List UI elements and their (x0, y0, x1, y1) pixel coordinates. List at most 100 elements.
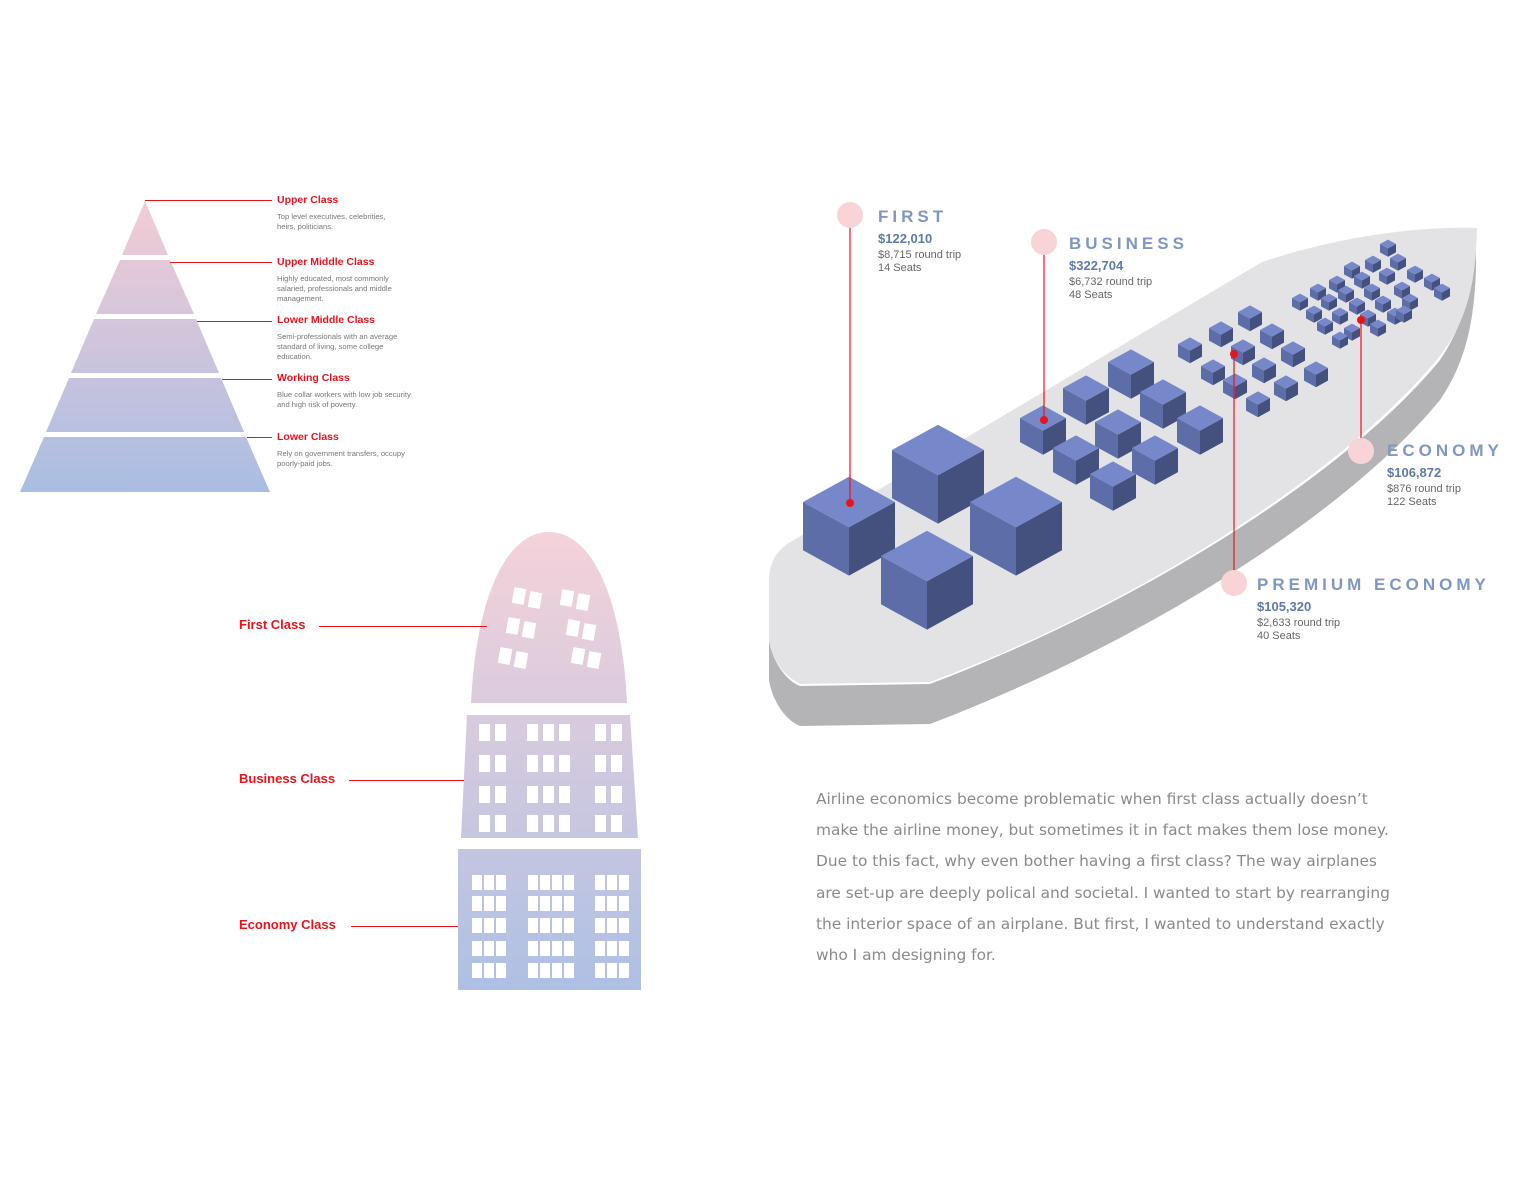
seat-cube (1390, 253, 1406, 271)
pyramid-label-upper-middle: Upper Middle Class Highly educated, most… (277, 256, 413, 303)
seat-cube (1292, 293, 1308, 311)
seat-cube (1317, 317, 1333, 335)
cabin-total: $122,010 (878, 231, 933, 246)
seat-cube (1281, 341, 1305, 368)
seat-cube (1178, 337, 1202, 364)
cabin-name: PREMIUM ECONOMY (1257, 575, 1490, 594)
callout-marker-first (837, 202, 863, 228)
cabin-fare: $6,732 round trip (1069, 276, 1153, 288)
seat-cube (1108, 349, 1154, 399)
cabin-seats: 48 Seats (1069, 289, 1113, 301)
cabin-total: $322,704 (1069, 258, 1124, 273)
callout-point-first (846, 499, 854, 507)
callout-marker-economy (1348, 438, 1374, 464)
pyramid-tier-upper (122, 201, 168, 255)
cabin-total: $105,320 (1257, 599, 1312, 614)
seat-cube (1304, 361, 1328, 388)
pyramid-tier-working (46, 378, 244, 432)
seat-cube (892, 424, 984, 524)
seat-cube (1364, 283, 1380, 301)
seat-cube (1209, 321, 1233, 348)
seat-cube (1434, 283, 1450, 301)
seat-cube (1053, 435, 1099, 485)
seat-cube (1223, 373, 1247, 400)
seat-cube (970, 476, 1062, 576)
callout-marker-premium (1221, 570, 1247, 596)
pyramid-label-lower: Lower Class Rely on government transfers… (277, 431, 405, 469)
cabin-callout-first: FIRST $122,010 $8,715 round trip 14 Seat… (878, 207, 961, 275)
seat-cube (1238, 305, 1262, 332)
pyramid-level-desc: Semi-professionals with an average stand… (277, 332, 398, 361)
seat-cube (1260, 323, 1284, 350)
cabin-fare: $8,715 round trip (878, 249, 962, 261)
seat-cube (1201, 359, 1225, 386)
pyramid-level-title: Lower Middle Class (277, 314, 376, 326)
seat-cube (1140, 379, 1186, 429)
pyramid-level-desc: Rely on government transfers, occupy poo… (277, 449, 405, 468)
pyramid-tier-lower-middle (71, 319, 219, 373)
pyramid-level-desc: Highly educated, most commonly salaried,… (277, 274, 392, 303)
seat-cube (1344, 261, 1360, 279)
seat-cube (1338, 285, 1354, 303)
seat-cube (1274, 375, 1298, 402)
seat-cube (1365, 255, 1381, 273)
pyramid-label-working: Working Class Blue collar workers with l… (277, 372, 413, 410)
seat-cube (1344, 323, 1360, 341)
seat-cube (1380, 239, 1396, 257)
callout-point-business (1040, 416, 1048, 424)
building-windows (472, 587, 629, 978)
pyramid-label-upper: Upper Class Top level executives, celebr… (277, 194, 395, 232)
seat-cube (1354, 271, 1370, 289)
cabin-callout-business: BUSINESS $322,704 $6,732 round trip 48 S… (1069, 234, 1188, 302)
seat-cube (1394, 281, 1410, 299)
body-paragraph: Airline economics become problematic whe… (816, 790, 1390, 965)
cabin-name: BUSINESS (1069, 234, 1188, 253)
cabin-seats: 122 Seats (1387, 496, 1437, 508)
pyramid-tier-lower (20, 437, 270, 492)
callout-marker-business (1031, 229, 1057, 255)
pyramid-level-desc: Top level executives, celebrities, heirs… (277, 212, 386, 231)
building-label-business: Business Class (239, 771, 336, 786)
seat-cube (1332, 331, 1348, 349)
seat-cube (1424, 273, 1440, 291)
seat-cube (1090, 461, 1136, 511)
seat-cube (1375, 295, 1391, 313)
cabin-name: FIRST (878, 207, 948, 226)
cabin-name: ECONOMY (1387, 441, 1503, 460)
seat-cube (1407, 265, 1423, 283)
pyramid-level-title: Upper Middle Class (277, 256, 375, 268)
seat-cube (1321, 293, 1337, 311)
cabin-total: $106,872 (1387, 465, 1442, 480)
seat-cube (1332, 307, 1348, 325)
pyramid-label-lower-middle: Lower Middle Class Semi-professionals wi… (277, 314, 401, 361)
seat-cube (1095, 409, 1141, 459)
callout-point-premium (1230, 350, 1238, 358)
pyramid-level-desc: Blue collar workers with low job securit… (277, 390, 411, 409)
seat-cube (1370, 319, 1386, 337)
seat-cube (1396, 305, 1412, 323)
seat-cube (1246, 391, 1270, 418)
pyramid-level-title: Lower Class (277, 431, 339, 443)
seat-cube (1252, 357, 1276, 384)
cabin-fare: $2,633 round trip (1257, 617, 1341, 629)
building-business-section (461, 715, 638, 838)
seat-cube (1132, 435, 1178, 485)
cabin-seats: 14 Seats (878, 262, 922, 274)
seat-cube (1349, 297, 1365, 315)
cabin-seats: 40 Seats (1257, 630, 1301, 642)
seat-cube (1306, 305, 1322, 323)
pyramid-tier-upper-middle (96, 260, 194, 314)
pyramid-level-title: Upper Class (277, 194, 339, 206)
seat-cube (1177, 405, 1223, 455)
seat-cube (1379, 267, 1395, 285)
seat-cubes (803, 239, 1450, 630)
building-first-section (471, 532, 627, 703)
cabin-callout-premium: PREMIUM ECONOMY $105,320 $2,633 round tr… (1257, 575, 1490, 643)
seat-cube (1063, 375, 1109, 425)
seat-cube (1310, 283, 1326, 301)
cabin-fare: $876 round trip (1387, 483, 1461, 495)
callout-point-economy (1357, 316, 1365, 324)
seat-cube (881, 530, 973, 630)
cabin-callout-economy: ECONOMY $106,872 $876 round trip 122 Sea… (1387, 441, 1503, 509)
